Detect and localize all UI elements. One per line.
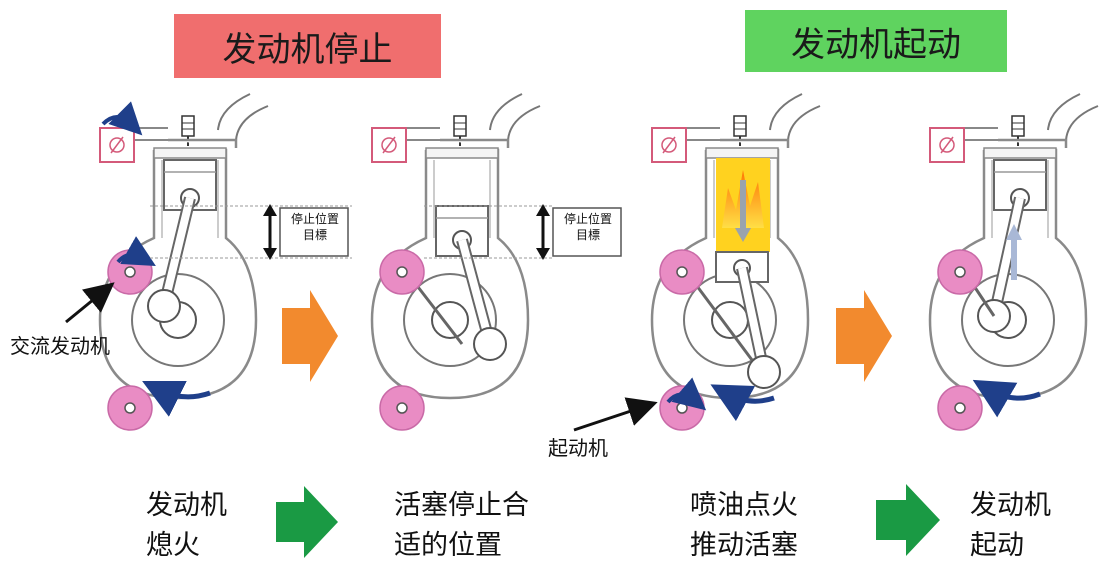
step-arrow-1 — [282, 290, 338, 382]
starter-label: 起动机 — [548, 436, 608, 460]
crank-pulley — [107, 385, 153, 431]
rotation-arrow-icon — [710, 384, 775, 422]
caption-step-4: 发动机起动 — [970, 490, 1051, 561]
stop-position-label-2: 停止位置目標 — [563, 212, 612, 242]
stop-position-marker-2 — [424, 204, 622, 260]
stop-position-marker-1 — [150, 204, 352, 260]
stop-position-label-1: 停止位置目標 — [290, 212, 339, 242]
rotation-arrow-icon — [101, 101, 143, 136]
engine-2 — [370, 92, 542, 431]
step-arrow-2 — [836, 290, 892, 382]
engine-4 — [928, 92, 1100, 431]
rotation-arrow-icon — [116, 236, 156, 266]
ignition-coil-icon — [651, 127, 687, 163]
caption-arrow-2 — [876, 484, 940, 556]
alternator-pulley — [937, 249, 983, 295]
alternator-label: 交流发动机 — [10, 334, 110, 358]
caption-step-1: 发动机熄火 — [146, 490, 227, 561]
pointer-arrow-icon — [65, 282, 115, 324]
rotation-arrow-icon — [666, 377, 707, 411]
crank-pulley — [937, 385, 983, 431]
crank-pulley — [379, 385, 425, 431]
alternator-pulley — [659, 249, 705, 295]
ignition-coil-icon — [371, 127, 407, 163]
ignition-coil-icon — [929, 127, 965, 163]
caption-step-2: 活塞停止合适的位置 — [394, 490, 529, 561]
alternator-pulley — [379, 249, 425, 295]
ignition-coil-icon — [99, 127, 135, 163]
pointer-arrow-icon — [573, 397, 658, 432]
engine-3 — [573, 92, 822, 432]
caption-arrow-1 — [276, 486, 338, 558]
banner-engine-start: 发动机起动 — [745, 10, 1007, 72]
rotation-arrow-icon — [972, 379, 1041, 418]
engine-1 — [65, 92, 270, 431]
rotation-arrow-icon — [142, 381, 211, 417]
caption-step-3: 喷油点火推动活塞 — [690, 490, 798, 561]
banner-engine-stop: 发动机停止 — [174, 14, 441, 78]
